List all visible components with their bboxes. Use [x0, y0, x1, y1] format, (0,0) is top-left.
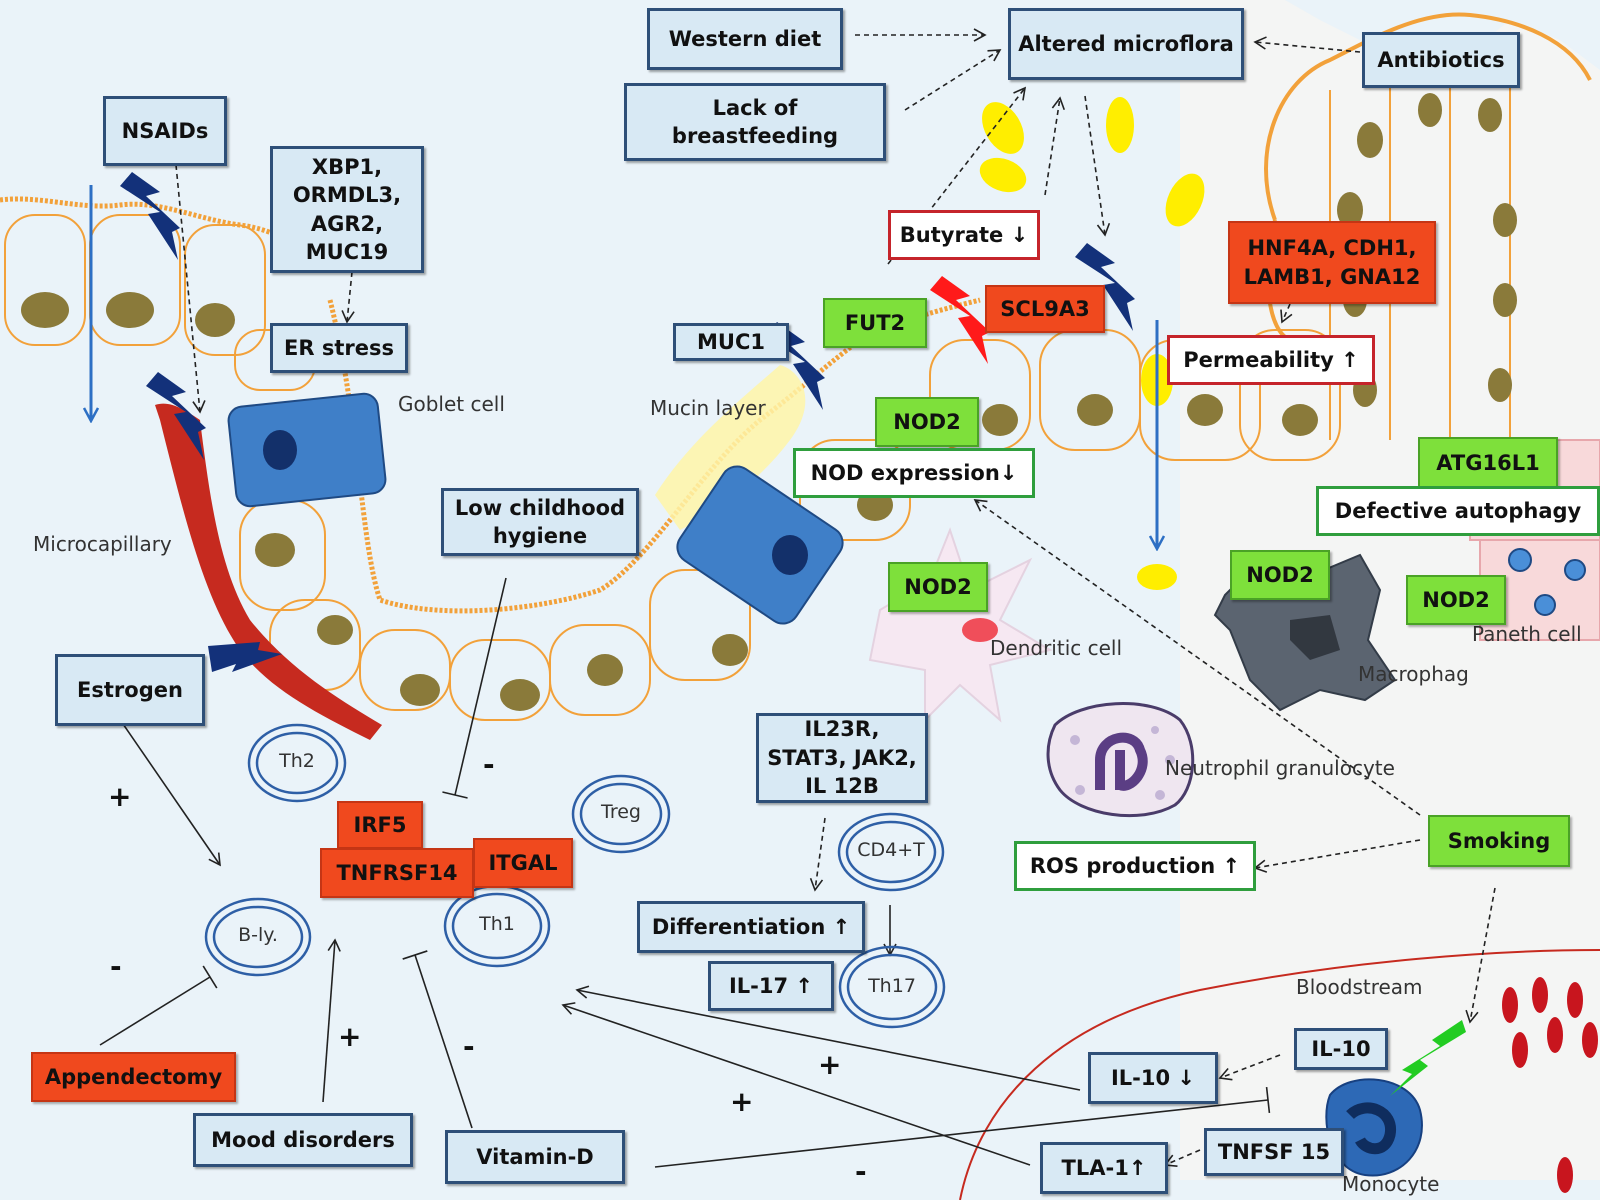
nod2-box-dendritic: NOD2 [888, 562, 988, 612]
bloodstream-boundary [959, 949, 1600, 1200]
cd4t-label: CD4+T [857, 839, 925, 861]
goblet-cell-left [227, 392, 387, 508]
butyrate-box: Butyrate ↓ [888, 210, 1040, 260]
tnfrsf14-box: TNFRSF14 [320, 848, 474, 898]
permeability-box: Permeability ↑ [1167, 335, 1375, 385]
nod2-box-macrophage: NOD2 [1230, 550, 1330, 600]
lightning-bolts [120, 172, 1135, 672]
muc1-box: MUC1 [673, 323, 789, 361]
plus-sign-estrogen: + [108, 780, 132, 813]
microcapillary [155, 403, 382, 740]
ros-production-box: ROS production ↑ [1014, 841, 1256, 891]
monocyte-label: Monocyte [1342, 1172, 1440, 1196]
dendritic-cell-label: Dendritic cell [990, 636, 1123, 660]
scl9a3-box: SCL9A3 [985, 285, 1105, 333]
defective-autophagy-box: Defective autophagy [1316, 486, 1600, 536]
nod-expression-box: NOD expression↓ [793, 448, 1035, 498]
bacteria [979, 97, 1205, 590]
tla1-box: TLA-1↑ [1040, 1142, 1168, 1194]
minus-sign-appendectomy: - [110, 950, 122, 983]
paneth-cell-label: Paneth cell [1472, 622, 1582, 646]
minus-sign-hygiene: - [483, 748, 495, 781]
mucin-layer [655, 365, 806, 530]
fut2-box: FUT2 [823, 298, 927, 348]
irf5-box: IRF5 [337, 801, 423, 849]
nod2-box-paneth: NOD2 [1406, 575, 1506, 625]
minus-sign-tnfsf15: - [855, 1155, 867, 1188]
il23r-group-box: IL23R, STAT3, JAK2, IL 12B [756, 713, 928, 803]
brush-border-crypt [327, 297, 981, 614]
plus-sign-tla1: + [730, 1085, 754, 1118]
mood-disorders-box: Mood disorders [193, 1113, 413, 1167]
bloodstream-label: Bloodstream [1296, 975, 1423, 999]
appendectomy-box: Appendectomy [31, 1052, 236, 1102]
mucin-layer-label: Mucin layer [650, 396, 766, 420]
hnf4a-group-box: HNF4A, CDH1, LAMB1, GNA12 [1228, 221, 1436, 304]
goblet-cell-label: Goblet cell [398, 392, 505, 416]
nod2-box-epithelium: NOD2 [875, 397, 979, 447]
western-diet-box: Western diet [647, 8, 843, 70]
il10-box: IL-10 [1294, 1028, 1388, 1070]
neutrophil-label: Neutrophil granulocyte [1165, 756, 1395, 780]
goblet-cell-right [676, 465, 844, 625]
tnfsf15-box: TNFSF 15 [1204, 1128, 1344, 1176]
b-ly-label: B-ly. [238, 924, 278, 946]
minus-sign-vitamin-d: - [463, 1030, 475, 1063]
il10-down-box: IL-10 ↓ [1088, 1052, 1218, 1104]
treg-label: Treg [601, 801, 641, 823]
microcapillary-label: Microcapillary [33, 532, 172, 556]
altered-microflora-box: Altered microflora [1008, 8, 1244, 80]
il17-box: IL-17 ↑ [708, 961, 834, 1011]
th2-label: Th2 [279, 750, 315, 772]
atg16l1-box: ATG16L1 [1418, 437, 1558, 489]
itgal-box: ITGAL [473, 838, 573, 888]
er-stress-box: ER stress [270, 323, 408, 373]
plus-sign-mood: + [338, 1020, 362, 1053]
low-childhood-hygiene-box: Low childhood hygiene [441, 488, 639, 556]
estrogen-box: Estrogen [55, 654, 205, 726]
lack-breastfeeding-box: Lack of breastfeeding [624, 83, 886, 161]
dendritic-cell [868, 527, 1053, 723]
antibiotics-box: Antibiotics [1362, 32, 1520, 88]
smoking-box: Smoking [1428, 815, 1570, 867]
th1-label: Th1 [479, 913, 515, 935]
vitamin-d-box: Vitamin-D [445, 1130, 625, 1184]
plus-sign-il10: + [818, 1048, 842, 1081]
th17-label: Th17 [868, 975, 916, 997]
xbp1-group-box: XBP1, ORMDL3, AGR2, MUC19 [270, 146, 424, 273]
differentiation-box: Differentiation ↑ [637, 901, 865, 953]
nsaids-box: NSAIDs [103, 96, 227, 166]
macrophage-label: Macrophag [1358, 662, 1469, 686]
